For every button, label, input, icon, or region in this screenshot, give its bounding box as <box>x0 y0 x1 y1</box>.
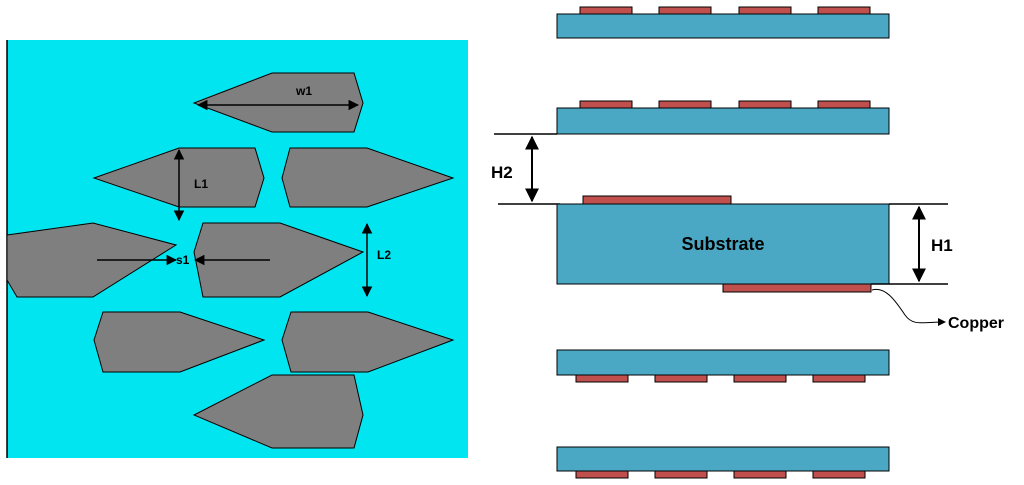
hexagon-array-panel: w1 L1 s1 L2 <box>6 40 468 458</box>
copper-strip <box>817 6 871 15</box>
copper-strip <box>733 470 787 479</box>
copper-label: Copper <box>948 315 1004 332</box>
copper-strip <box>654 470 708 479</box>
stack-cross-section: H2 Substrate H1 Copper <box>491 6 1004 479</box>
hexagon-patch <box>93 311 266 373</box>
main-substrate-layer: Substrate <box>556 195 890 293</box>
thin-substrate <box>556 446 890 472</box>
thin-substrate <box>556 349 890 376</box>
copper-strip <box>658 6 712 15</box>
bottom-layer-2 <box>556 446 890 479</box>
l2-label: L2 <box>377 248 391 262</box>
copper-strip <box>738 6 792 15</box>
copper-strip <box>812 470 866 479</box>
copper-strip <box>654 374 708 383</box>
hexagon-patch <box>6 222 178 298</box>
w1-label: w1 <box>295 84 312 98</box>
hexagon-patch <box>281 311 455 373</box>
thin-substrate <box>556 13 890 39</box>
copper-strip <box>579 6 633 15</box>
copper-strip <box>658 100 712 109</box>
copper-strip <box>733 374 787 383</box>
top-layer-2 <box>556 100 890 135</box>
bottom-layer-1 <box>556 349 890 383</box>
hexagon-patch <box>281 147 455 208</box>
copper-strip <box>575 374 629 383</box>
copper-strip-top <box>582 195 732 205</box>
copper-strip <box>575 470 629 479</box>
hexagon-patch <box>192 374 364 449</box>
copper-callout: Copper <box>871 288 1004 332</box>
h2-dimension: H2 <box>491 133 560 205</box>
substrate-label: Substrate <box>681 234 764 254</box>
copper-leader-arrowhead <box>938 318 946 326</box>
substrate-block <box>556 203 890 285</box>
copper-strip <box>812 374 866 383</box>
copper-leader-line <box>871 288 941 324</box>
copper-strip-bottom <box>722 283 872 293</box>
copper-strip <box>579 100 633 109</box>
h1-dimension: H1 <box>871 203 953 285</box>
s1-label: s1 <box>176 253 190 267</box>
copper-strip <box>817 100 871 109</box>
h1-label: H1 <box>931 236 953 255</box>
copper-strip <box>738 100 792 109</box>
thin-substrate <box>556 107 890 135</box>
h2-label: H2 <box>491 163 513 182</box>
top-layer-1 <box>556 6 890 39</box>
l1-label: L1 <box>194 177 208 191</box>
